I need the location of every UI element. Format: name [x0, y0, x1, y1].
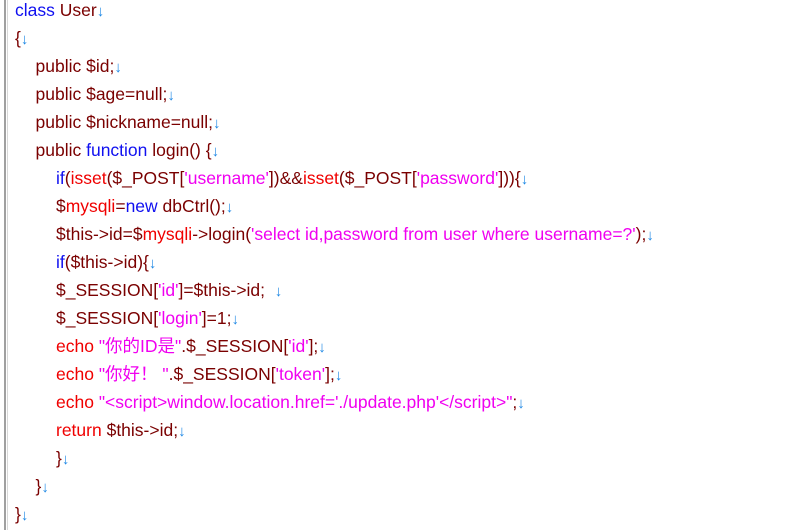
paragraph-mark-icon: ↓	[148, 255, 157, 272]
code-token: ->login(	[192, 224, 252, 244]
code-token: "你的ID是"	[93, 336, 182, 356]
paragraph-mark-icon: ↓	[646, 227, 654, 244]
code-line[interactable]: echo "你的ID是".$_SESSION['id'];↓	[15, 332, 654, 360]
code-token: echo	[56, 364, 94, 384]
code-token: echo	[56, 336, 94, 356]
paragraph-mark-icon: ↓	[41, 479, 49, 496]
code-line[interactable]: $_SESSION['login']=1;↓	[15, 304, 654, 332]
code-token: 'token'	[275, 364, 326, 384]
paragraph-mark-icon: ↓	[114, 59, 122, 76]
code-token: if	[56, 168, 65, 188]
code-token: login() {	[147, 140, 212, 160]
code-token: 'login'	[158, 308, 202, 328]
code-token: ];	[325, 364, 335, 384]
code-token: ($_POST[	[338, 168, 417, 188]
code-token: return	[56, 420, 102, 440]
paragraph-mark-icon: ↓	[167, 87, 175, 104]
code-token: }	[35, 476, 42, 496]
code-token: "你好！ "	[93, 364, 169, 384]
paragraph-mark-icon: ↓	[213, 115, 221, 132]
code-token: ];	[308, 336, 319, 356]
code-token: "<script>window.location.href='./update.…	[93, 392, 513, 412]
code-token: 'id'	[288, 336, 309, 356]
code-token: (	[64, 168, 71, 188]
code-token: ;	[512, 392, 518, 412]
code-line[interactable]: if($this->id){↓	[15, 248, 654, 276]
code-token: );	[635, 224, 647, 244]
paragraph-mark-icon: ↓	[274, 283, 283, 300]
code-token: $this->id=$	[56, 224, 143, 244]
code-line[interactable]: }↓	[15, 500, 654, 528]
code-token: public $id;	[35, 56, 115, 76]
code-token: ])&&	[268, 168, 303, 188]
code-token: if	[56, 252, 65, 272]
code-token: function	[86, 140, 148, 160]
paragraph-mark-icon: ↓	[96, 3, 105, 20]
paragraph-mark-icon: ↓	[520, 171, 529, 188]
code-token: 'select id,password from user where user…	[251, 224, 636, 244]
code-token: isset	[70, 168, 107, 188]
code-token: $_SESSION[	[56, 308, 159, 328]
paragraph-mark-icon: ↓	[178, 423, 186, 440]
code-line[interactable]: public $nickname=null;↓	[15, 108, 654, 136]
code-line[interactable]: $this->id=$mysqli->login('select id,pass…	[15, 220, 654, 248]
code-line[interactable]: echo "你好！ ".$_SESSION['token'];↓	[15, 360, 654, 388]
page-margin-line-inner	[7, 0, 8, 530]
code-token: ]=1;	[201, 308, 232, 328]
code-token: $this->id;	[101, 420, 179, 440]
code-block[interactable]: class User↓{↓public $id;↓public $age=nul…	[15, 0, 654, 528]
code-token: echo	[56, 392, 94, 412]
paragraph-mark-icon: ↓	[20, 31, 29, 48]
code-token: isset	[302, 168, 339, 188]
code-line[interactable]: if(isset($_POST['username'])&&isset($_PO…	[15, 164, 654, 192]
code-token: }	[15, 504, 21, 524]
code-token: 'password'	[416, 168, 499, 188]
paragraph-mark-icon: ↓	[318, 339, 326, 356]
code-line[interactable]: {↓	[15, 24, 654, 52]
paragraph-mark-icon: ↓	[225, 199, 234, 216]
code-token: ]=$this->id;	[178, 280, 275, 300]
code-line[interactable]: echo "<script>window.location.href='./up…	[15, 388, 654, 416]
code-token: $_SESSION[	[56, 280, 159, 300]
code-token: ($this->id){	[64, 252, 149, 272]
code-token: ($_POST[	[106, 168, 185, 188]
paragraph-mark-icon: ↓	[211, 143, 220, 160]
paragraph-mark-icon: ↓	[517, 395, 525, 412]
code-token: public	[35, 140, 87, 160]
code-line[interactable]: $_SESSION['id']=$this->id; ↓	[15, 276, 654, 304]
paragraph-mark-icon: ↓	[61, 451, 70, 468]
code-line[interactable]: public function login() {↓	[15, 136, 654, 164]
code-token: =	[115, 196, 126, 216]
code-token: }	[56, 448, 62, 468]
code-token: $	[56, 196, 66, 216]
code-token: .$_SESSION[	[168, 364, 276, 384]
code-line[interactable]: return $this->id;↓	[15, 416, 654, 444]
code-token: new	[125, 196, 158, 216]
paragraph-mark-icon: ↓	[231, 311, 239, 328]
page-margin-line	[4, 0, 6, 530]
code-token: mysqli	[65, 196, 116, 216]
code-token: public $nickname=null;	[35, 112, 214, 132]
code-token: 'id'	[158, 280, 179, 300]
code-token: .$_SESSION[	[181, 336, 289, 356]
paragraph-mark-icon: ↓	[20, 507, 29, 524]
code-line[interactable]: public $age=null;↓	[15, 80, 654, 108]
code-token: User	[54, 0, 97, 20]
code-line[interactable]: class User↓	[15, 0, 654, 24]
code-line[interactable]: $mysqli=new dbCtrl();↓	[15, 192, 654, 220]
code-token: class	[15, 0, 55, 20]
code-token: mysqli	[142, 224, 193, 244]
code-token: public $age=null;	[35, 84, 168, 104]
code-line[interactable]: public $id;↓	[15, 52, 654, 80]
code-line[interactable]: }↓	[15, 472, 654, 500]
paragraph-mark-icon: ↓	[334, 367, 343, 384]
code-line[interactable]: }↓	[15, 444, 654, 472]
code-token: 'username'	[184, 168, 269, 188]
code-token: dbCtrl();	[157, 196, 226, 216]
code-token: ])){	[498, 168, 521, 188]
code-token: {	[15, 28, 21, 48]
